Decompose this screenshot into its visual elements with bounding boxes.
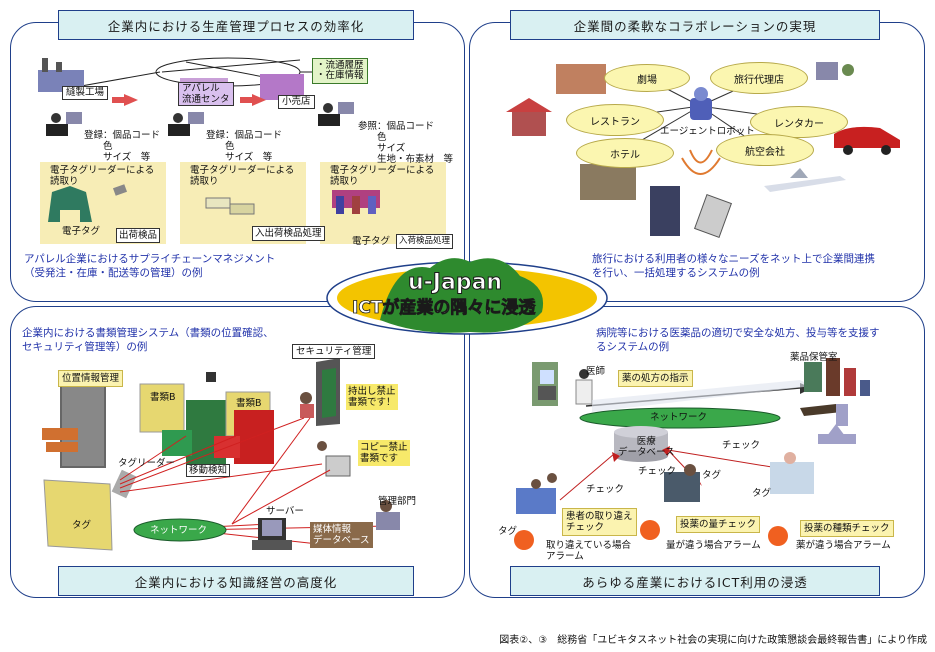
check-label-2: チェック (638, 466, 677, 477)
tag-label-2: タグ (752, 488, 772, 499)
desc-bottom-right: 病院等における医薬品の適切で安全な処方、投与等を支援す るシステムの例 (596, 327, 880, 353)
doc-b-2: 書類B (236, 398, 262, 409)
panel-bottom-right (469, 306, 925, 598)
security-management: セキュリティ管理 (292, 344, 376, 359)
patient-check-box: 患者の取り違え チェック (562, 508, 637, 536)
oval-restaurant: レストラン (566, 104, 664, 136)
green-note: ・流通履歴 ・在庫情報 (312, 58, 368, 84)
alarm-1: 取り違えている場合 アラーム (546, 540, 632, 562)
oval-theater: 劇場 (604, 64, 690, 92)
header-bottom-left: 企業内における知識経営の高度化 (58, 566, 414, 596)
register-1: 登録：個品コード 色 サイズ 等 (84, 130, 161, 163)
position-management: 位置情報管理 (58, 370, 124, 387)
no-takeout-warning: 持出し禁止 書類です！ (346, 384, 398, 410)
reader-1: 電子タグリーダーによる 読取り (50, 165, 155, 187)
header-top-left: 企業内における生産管理プロセスの効率化 (58, 10, 414, 40)
register-2: 登録：個品コード 色 サイズ 等 (206, 130, 283, 163)
box-2: 入出荷検品処理 (252, 226, 325, 241)
tag-label: タグ (72, 520, 92, 531)
node-center: アパレル 流通センタ (178, 82, 234, 106)
reference: 参照：個品コード 色 サイズ 生地・布素材 等 (358, 121, 454, 165)
type-check-box: 投薬の種類チェック (800, 520, 894, 537)
doctor-label: 医師 (586, 366, 606, 377)
server-label: サーバー (266, 506, 304, 517)
oval-rental-car: レンタカー (750, 106, 848, 138)
node-factory: 縫製工場 (62, 86, 109, 100)
storage-label: 薬品保管室 (790, 352, 838, 363)
tag-label-1: タグ (702, 470, 722, 481)
prescription-instruction: 薬の処方の指示 (618, 370, 693, 387)
no-copy-warning: コピー禁止 書類です (358, 440, 410, 466)
network-label-right: ネットワーク (650, 412, 708, 423)
source-caption: 図表②、③ 総務省「ユビキタスネット社会の実現に向けた政策懇談会最終報告書」によ… (499, 635, 927, 646)
header-top-right: 企業間の柔軟なコラボレーションの実現 (510, 10, 880, 40)
network-label: ネットワーク (150, 525, 208, 536)
doc-b-1: 書類B (150, 392, 176, 403)
alarm-2: 量が違う場合アラーム (666, 540, 761, 551)
box-1: 出荷検品 (116, 228, 161, 243)
reader-2: 電子タグリーダーによる 読取り (190, 165, 295, 187)
tag-reader-label: タグリーダー (118, 458, 176, 469)
header-bottom-right: あらゆる産業におけるICT利用の浸透 (510, 566, 880, 596)
reader-3: 電子タグリーダーによる 読取り (330, 165, 435, 187)
oval-hotel: ホテル (576, 138, 674, 168)
box-3: 入荷検品処理 (396, 234, 454, 249)
oval-airline: 航空会社 (716, 134, 814, 166)
check-label-3: チェック (586, 484, 625, 495)
tag-3: 電子タグ (352, 236, 391, 247)
dose-check-box: 投薬の量チェック (676, 516, 761, 533)
move-detect-label: 移動検知 (186, 464, 231, 477)
check-label-1: チェック (722, 440, 761, 451)
medical-db-label: 医療 データベース (618, 436, 675, 458)
media-db-label: 媒体情報 データベース (310, 522, 373, 548)
oval-travel-agency: 旅行代理店 (710, 62, 808, 94)
tag-label-3: タグ (498, 526, 518, 537)
alarm-3: 薬が違う場合アラーム (796, 540, 891, 551)
tag-1: 電子タグ (62, 226, 101, 237)
admin-label: 管理部門 (378, 496, 417, 507)
desc-top-left: アパレル企業におけるサプライチェーンマネジメント （受発注・在庫・配送等の管理）… (24, 253, 276, 279)
agent-robot-label: エージェントロボット (660, 126, 755, 137)
desc-top-right: 旅行における利用者の様々なニーズをネット上で企業間連携 を行い、一括処理するシス… (592, 253, 875, 279)
desc-bottom-left: 企業内における書類管理システム（書類の位置確認、 セキュリティ管理等）の例 (22, 327, 274, 353)
node-store: 小売店 (278, 95, 315, 109)
center-title: u-Japan (407, 270, 503, 295)
center-subtitle: ICTが産業の隅々に浸透 (352, 298, 536, 319)
